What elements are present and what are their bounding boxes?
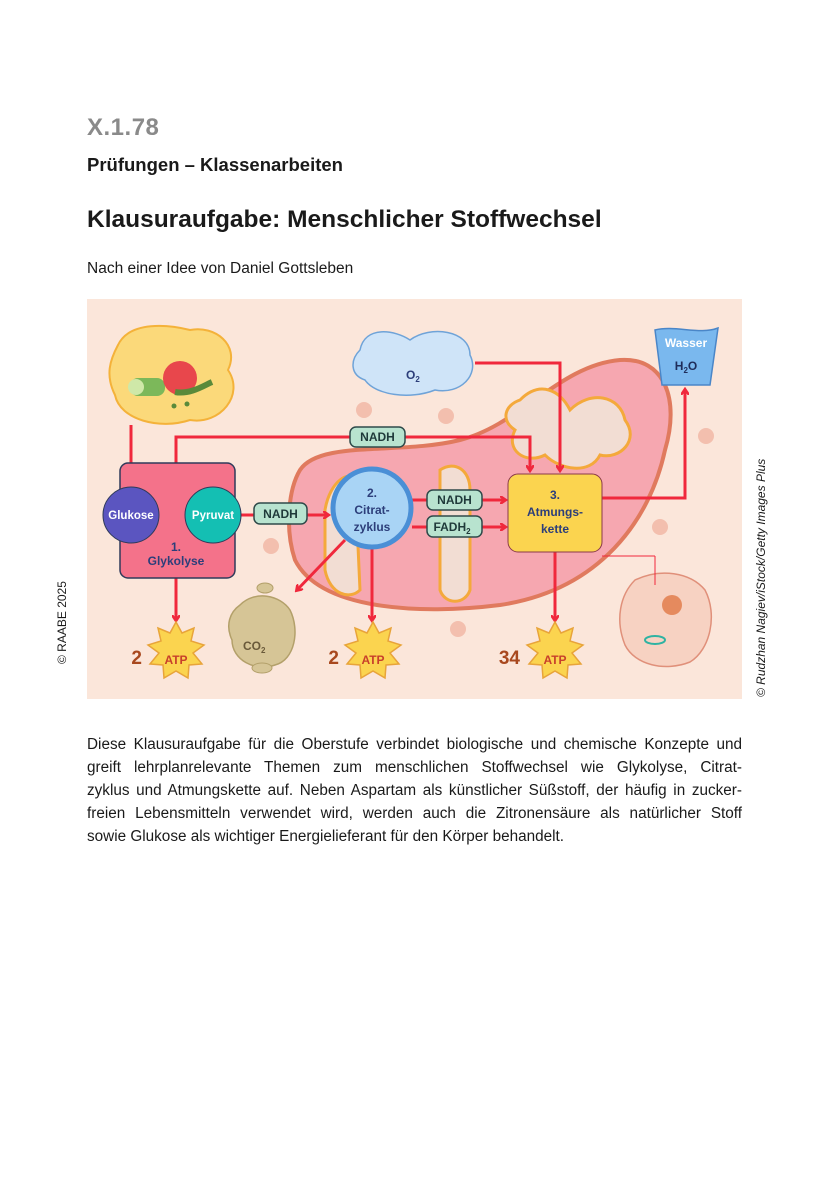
background-dots xyxy=(263,402,714,637)
atp-atmungskette: ATP 34 xyxy=(499,620,585,680)
step-1-number: 1. xyxy=(171,540,181,554)
atmung-label-2: kette xyxy=(541,522,569,536)
fadh2-label: FADH xyxy=(433,520,466,534)
co2-label: CO xyxy=(243,639,261,653)
svg-text:ATP: ATP xyxy=(543,653,566,667)
svg-text:H2O: H2O xyxy=(675,359,697,375)
food-illustration xyxy=(108,324,235,425)
atp-count: 2 xyxy=(131,648,142,669)
step-2-number: 2. xyxy=(367,486,377,500)
citratzyklus-circle: 2. Citrat- zyklus xyxy=(330,466,414,550)
metabolism-diagram: O2 Wasser H2O CO2 Glukos xyxy=(87,299,742,699)
citrat-label-1: Citrat- xyxy=(354,503,389,517)
atp-count: 2 xyxy=(328,648,339,669)
paragraph-line: Diese Klausuraufgabe für die Oberstufe v… xyxy=(87,736,742,753)
svg-text:ATP: ATP xyxy=(361,653,384,667)
paragraph-line: sowie Glukose als wichtiger Energieliefe… xyxy=(87,828,565,845)
svg-text:NADH: NADH xyxy=(360,430,395,444)
author-line: Nach einer Idee von Daniel Gottsleben xyxy=(87,260,354,277)
citrat-label-2: zyklus xyxy=(354,520,391,534)
chapter-code: X.1.78 xyxy=(87,114,160,141)
svg-text:ATP: ATP xyxy=(164,653,187,667)
paragraph-line: zyklus und Atmungskette auf. Neben Aspar… xyxy=(87,782,742,799)
water-cup: Wasser H2O xyxy=(654,326,719,386)
section-title: Prüfungen – Klassenarbeiten xyxy=(87,154,343,175)
svg-text:CO2: CO2 xyxy=(243,639,266,655)
atp-citrat: ATP 2 xyxy=(328,620,403,680)
pyruvat-label: Pyruvat xyxy=(192,510,234,522)
image-credit: © Rudzhan Nagiev/iStock/Getty Images Plu… xyxy=(754,458,768,697)
publisher-copyright: © RAABE 2025 xyxy=(55,581,69,664)
svg-text:FADH2: FADH2 xyxy=(433,520,471,536)
nadh-pill-2: NADH xyxy=(426,489,483,511)
water-label: Wasser xyxy=(665,336,708,350)
nadh-pill-top: NADH xyxy=(349,426,406,448)
page-title: Klausuraufgabe: Menschlicher Stoffwechse… xyxy=(87,206,602,233)
cell-illustration xyxy=(602,555,713,668)
o2-label: O xyxy=(406,368,415,382)
atp-count: 34 xyxy=(499,648,521,669)
nadh-pill-1: NADH xyxy=(253,502,308,525)
h2o-label: H xyxy=(675,359,684,373)
glykolyse-box: Glukose Pyruvat 1. Glykolyse xyxy=(102,462,242,579)
svg-text:O2: O2 xyxy=(406,368,420,384)
intro-paragraph: Diese Klausuraufgabe für die Oberstufe v… xyxy=(87,733,742,848)
glukose-label: Glukose xyxy=(108,510,153,522)
atmungskette-box: 3. Atmungs- kette xyxy=(507,473,603,553)
atmung-label-1: Atmungs- xyxy=(527,505,583,519)
fadh2-pill: FADH2 xyxy=(426,515,483,538)
svg-text:NADH: NADH xyxy=(437,493,472,507)
oxygen-cloud: O2 xyxy=(352,330,474,396)
step-3-number: 3. xyxy=(550,488,560,502)
glykolyse-label: Glykolyse xyxy=(148,554,205,568)
co2-blob: CO2 xyxy=(228,582,296,674)
svg-text:NADH: NADH xyxy=(263,507,298,521)
paragraph-line: freien Lebensmitteln verwendet wird, wer… xyxy=(87,805,742,822)
atp-glykolyse: ATP 2 xyxy=(131,620,206,680)
paragraph-line: greift lehrplanrelevante Themen zum mens… xyxy=(87,759,742,776)
